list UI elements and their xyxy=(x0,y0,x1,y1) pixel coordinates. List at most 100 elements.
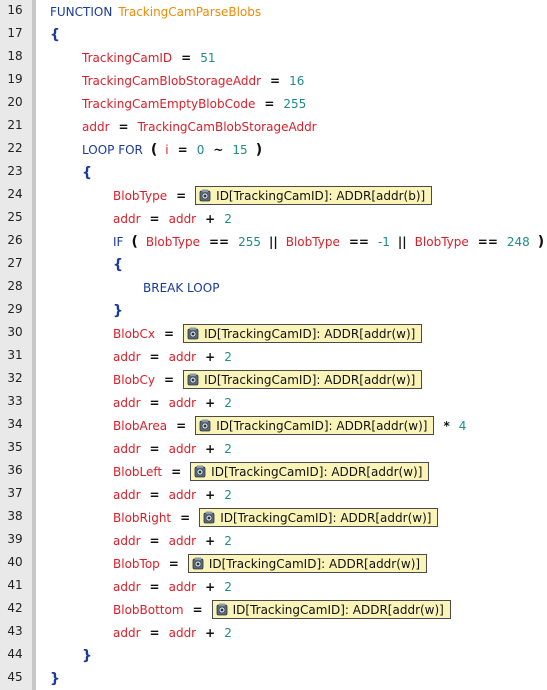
or-operator: || xyxy=(397,234,407,249)
code-statement: addr=addr+2 xyxy=(113,207,232,230)
variable-name: BlobType xyxy=(113,188,168,203)
code-statement: BlobRight=ID[TrackingCamID]: ADDR[addr(w… xyxy=(113,506,439,529)
assign-operator: = xyxy=(164,326,175,341)
code-line[interactable]: 26 IF(BlobType==255||BlobType==-1||BlobTy… xyxy=(0,230,547,253)
line-number: 39 xyxy=(7,532,23,546)
device-read-expression[interactable]: ID[TrackingCamID]: ADDR[addr(w)] xyxy=(199,508,439,527)
code-line[interactable]: 35 addr=addr+2 xyxy=(0,437,547,460)
variable-name: BlobBottom xyxy=(113,602,184,617)
number-literal: 2 xyxy=(224,579,232,594)
assign-operator: = xyxy=(270,73,281,88)
number-literal: 2 xyxy=(224,533,232,548)
line-number: 26 xyxy=(7,233,23,247)
line-number: 40 xyxy=(7,555,23,569)
expression-text: ID[TrackingCamID]: ADDR[addr(w)] xyxy=(220,510,432,525)
code-statement: } xyxy=(50,667,60,690)
brace: } xyxy=(113,302,123,319)
code-line[interactable]: 24 BlobType = ID[TrackingCamID]: ADDR[addr(… xyxy=(0,184,547,207)
assign-operator: = xyxy=(192,602,203,617)
code-statement: IF(BlobType==255||BlobType==-1||BlobType… xyxy=(113,230,547,253)
number-literal: 248 xyxy=(506,234,530,249)
device-read-expression[interactable]: ID[TrackingCamID]: ADDR[addr(b)] xyxy=(195,186,433,205)
expression-text: ID[TrackingCamID]: ADDR[addr(b)] xyxy=(216,188,426,203)
line-number: 35 xyxy=(7,440,23,454)
code-statement: addr=addr+2 xyxy=(113,575,232,598)
line-number: 32 xyxy=(7,371,23,385)
plus-operator: + xyxy=(205,349,216,364)
variable-name: addr xyxy=(113,533,141,548)
code-statement: addr=addr+2 xyxy=(113,391,232,414)
code-line[interactable]: 44} xyxy=(0,644,547,667)
variable-name: addr xyxy=(113,487,141,502)
number-literal: 0 xyxy=(196,142,205,157)
code-line[interactable]: 23{ xyxy=(0,161,547,184)
device-read-expression[interactable]: ID[TrackingCamID]: ADDR[addr(w)] xyxy=(211,600,451,619)
line-number: 44 xyxy=(7,647,23,661)
code-statement: BlobBottom = ID[TrackingCamID]: ADDR[addr(… xyxy=(113,598,451,621)
variable-name: addr xyxy=(168,625,197,640)
assign-operator: = xyxy=(118,119,129,134)
number-literal: 2 xyxy=(224,441,232,456)
line-number: 19 xyxy=(7,72,23,86)
code-line[interactable]: 32 BlobCy = ID[TrackingCamID]: ADDR[addr(w)… xyxy=(0,368,547,391)
variable-name: addr xyxy=(113,441,141,456)
line-number: 29 xyxy=(7,302,23,316)
number-literal: 51 xyxy=(200,50,216,65)
device-read-expression[interactable]: ID[TrackingCamID]: ADDR[addr(w)] xyxy=(195,416,435,435)
assign-operator: = xyxy=(149,533,160,548)
expression-text: ID[TrackingCamID]: ADDR[addr(w)] xyxy=(208,556,421,571)
code-statement: addr=addr+2 xyxy=(113,621,232,644)
variable-name: TrackingCamID xyxy=(82,50,173,65)
variable-name: BlobCy xyxy=(113,372,156,387)
plus-operator: + xyxy=(205,625,216,640)
device-read-expression[interactable]: ID[TrackingCamID]: ADDR[addr(w)] xyxy=(190,462,430,481)
line-number: 20 xyxy=(7,95,23,109)
assign-operator: = xyxy=(171,464,182,479)
device-read-expression[interactable]: ID[TrackingCamID]: ADDR[addr(w)] xyxy=(183,324,423,343)
device-read-expression[interactable]: ID[TrackingCamID]: ADDR[addr(w)] xyxy=(187,554,428,573)
camera-module-icon xyxy=(216,603,228,616)
code-line[interactable]: 45} xyxy=(0,667,547,690)
brace: { xyxy=(82,164,92,181)
variable-name: addr xyxy=(168,395,197,410)
assign-operator: = xyxy=(176,188,187,203)
code-statement: TrackingCamBlobStorageAddr=16 xyxy=(82,69,304,92)
code-line[interactable]: 29} xyxy=(0,299,547,322)
variable-name: addr xyxy=(113,579,141,594)
number-literal: 2 xyxy=(224,211,232,226)
brace: { xyxy=(113,256,123,273)
assign-operator: = xyxy=(164,372,175,387)
device-read-expression[interactable]: ID[TrackingCamID]: ADDR[addr(w)] xyxy=(183,370,423,389)
expression-text: ID[TrackingCamID]: ADDR[addr(w)] xyxy=(204,326,416,341)
number-literal: 4 xyxy=(458,418,467,433)
variable-name: TrackingCamBlobStorageAddr xyxy=(137,119,317,134)
line-number: 24 xyxy=(7,187,23,201)
code-line[interactable]: 27{ xyxy=(0,253,547,276)
line-number: 34 xyxy=(7,417,23,431)
assign-operator: = xyxy=(149,211,160,226)
code-statement: addr=addr+2 xyxy=(113,437,232,460)
close-paren: ) xyxy=(537,233,545,250)
code-line[interactable]: 17{ xyxy=(0,23,547,46)
code-line[interactable]: 19 TrackingCamBlobStorageAddr=16 xyxy=(0,69,547,92)
camera-module-icon xyxy=(187,373,199,386)
